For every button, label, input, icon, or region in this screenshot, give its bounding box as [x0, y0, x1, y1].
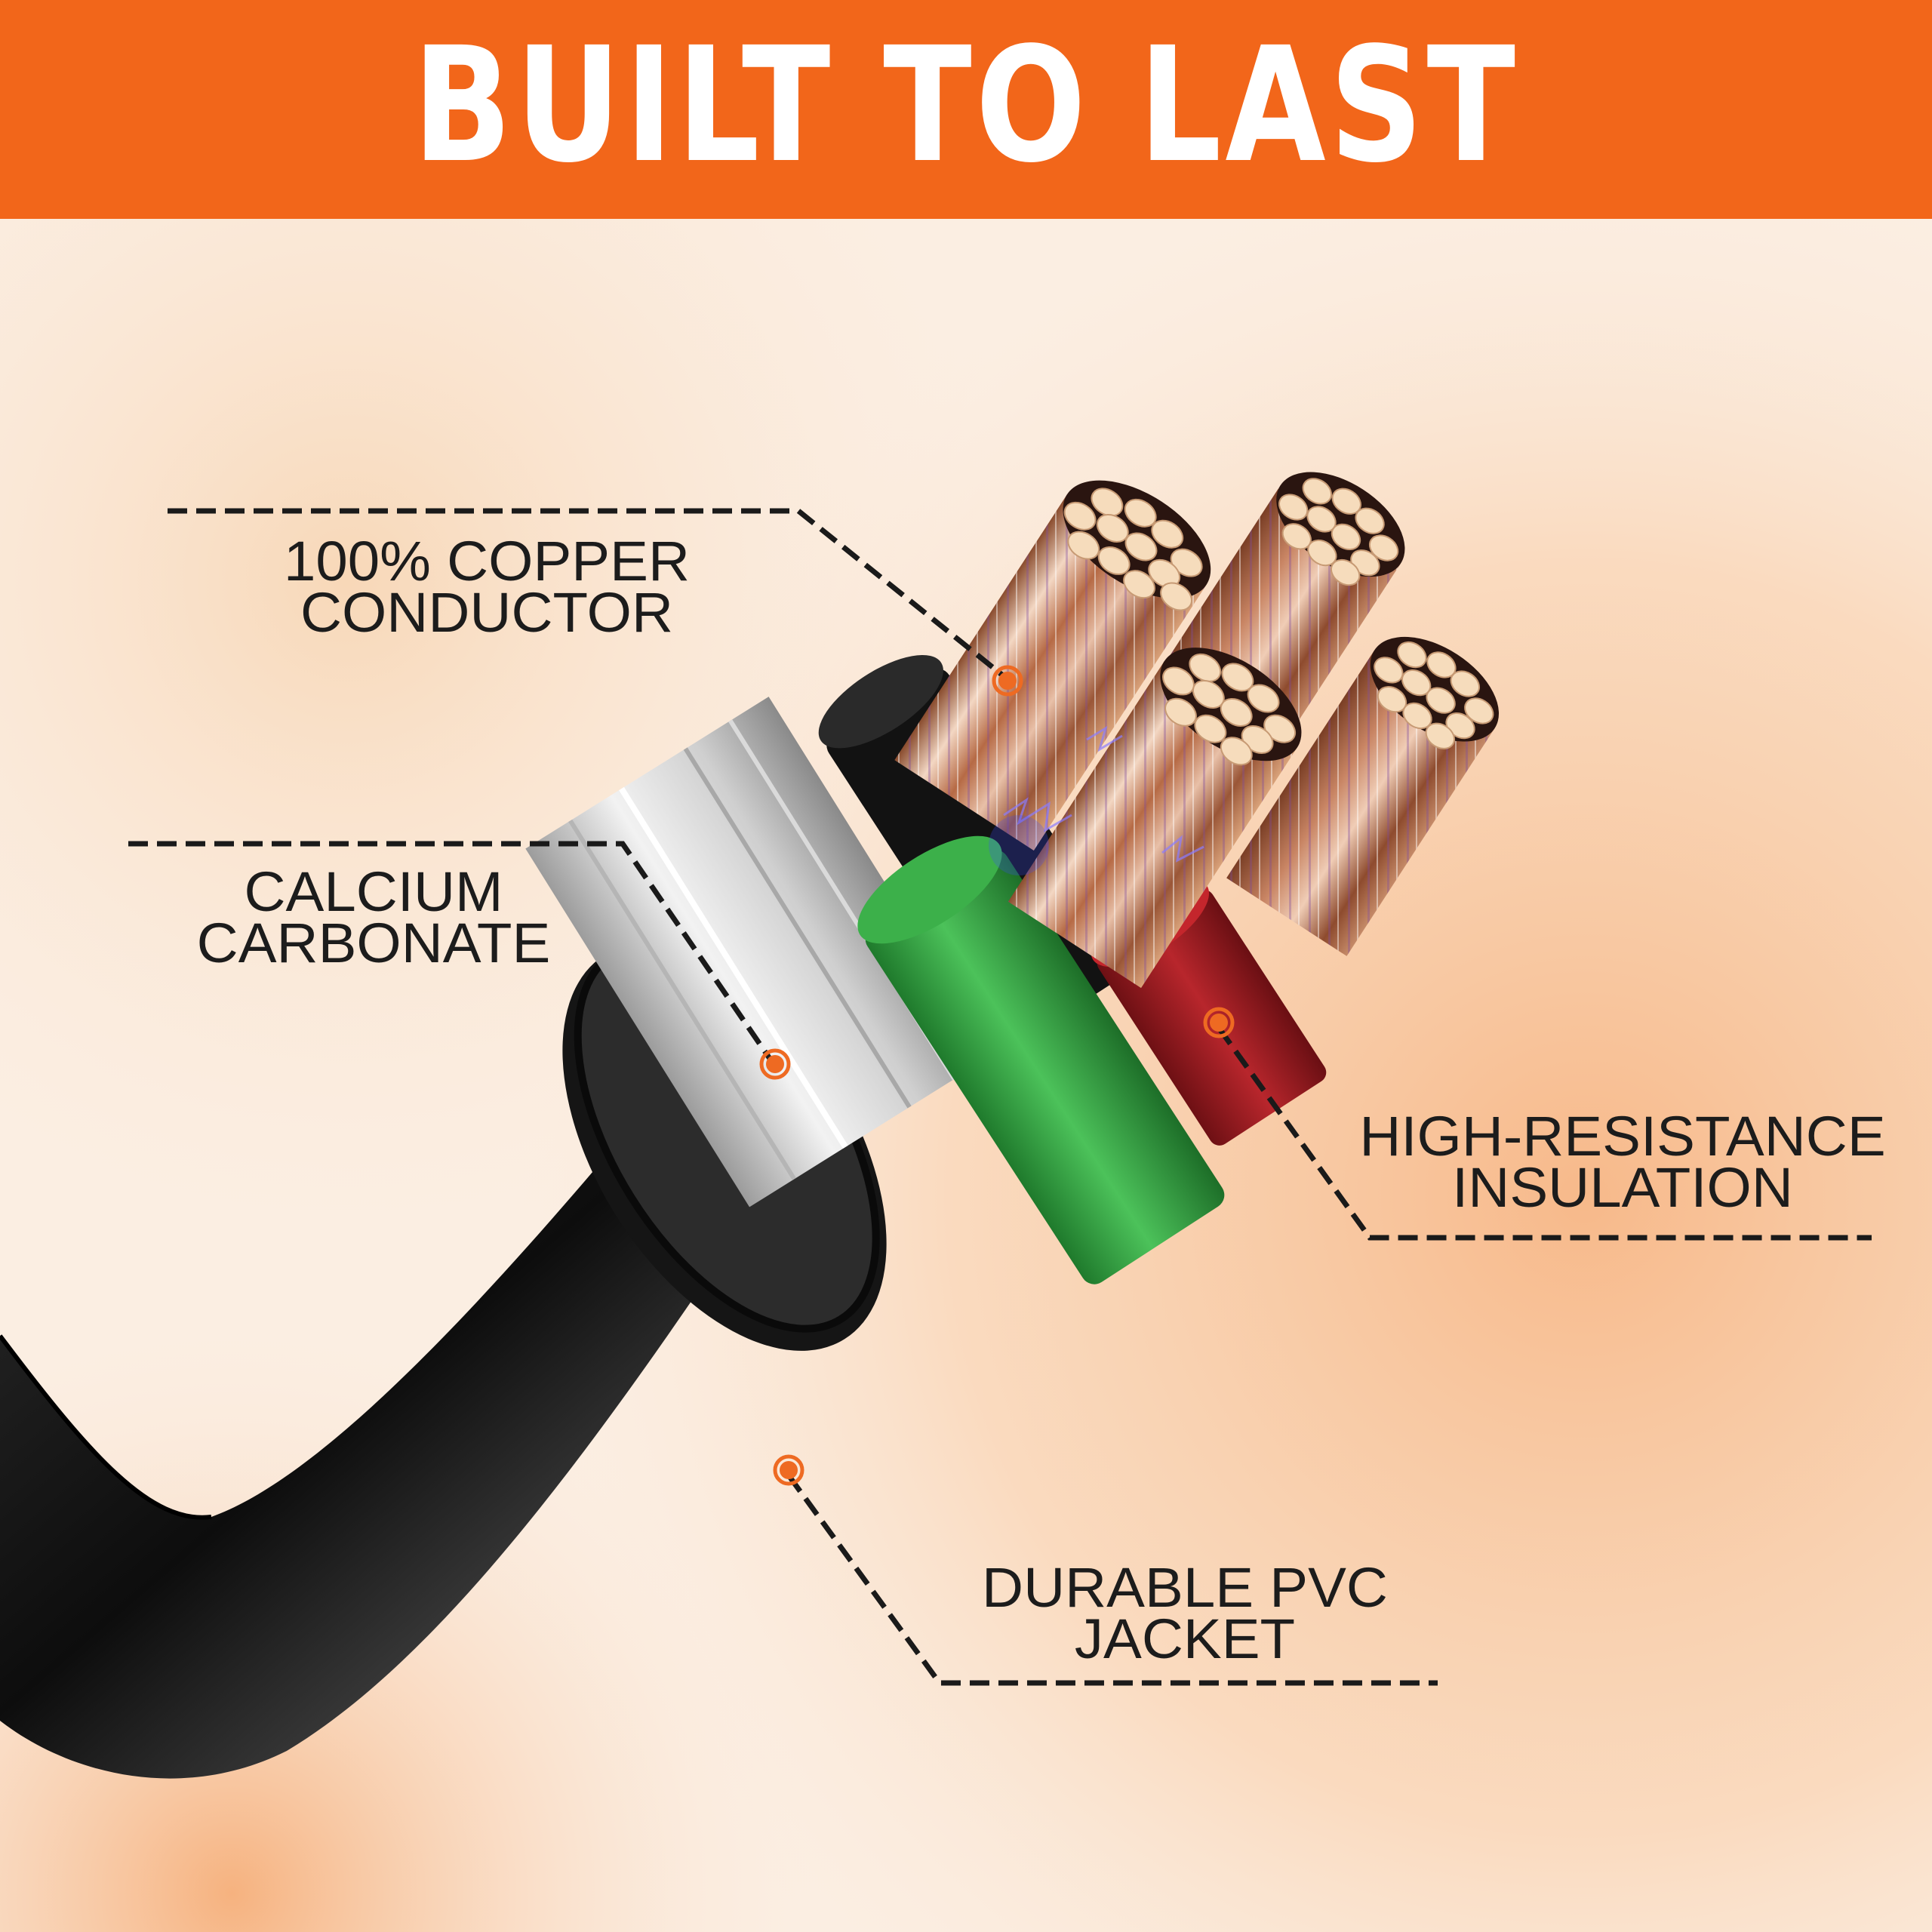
callout-line-calcium	[128, 841, 776, 1066]
callout-line-jacket	[786, 1473, 1438, 1686]
header-banner: BUILT TO LAST	[0, 0, 1932, 219]
target-dot-icon	[773, 1454, 804, 1486]
callout-line-copper	[168, 508, 1010, 681]
callout-insulation-line2: INSULATION	[1452, 1156, 1793, 1219]
target-dot-icon	[759, 1048, 791, 1080]
callout-calcium-line1: CALCIUM	[244, 860, 503, 923]
callout-label-insulation: HIGH-RESISTANCE INSULATION	[1346, 1105, 1898, 1219]
pvc-jacket	[0, 1132, 755, 1779]
callout-insulation-line1: HIGH-RESISTANCE	[1359, 1105, 1886, 1168]
callout-label-copper: 100% COPPER CONDUCTOR	[277, 530, 697, 644]
copper-conductor-1	[894, 480, 1211, 851]
page-title: BUILT TO LAST	[412, 13, 1520, 198]
callout-jacket-line1: DURABLE PVC	[982, 1556, 1388, 1619]
callout-calcium-line2: CARBONATE	[196, 912, 551, 974]
target-dot-icon	[992, 665, 1023, 697]
copper-conductor-4	[1226, 636, 1500, 956]
callout-label-calcium: CALCIUM CARBONATE	[187, 860, 560, 974]
target-dot-icon	[1203, 1007, 1235, 1038]
callout-copper-line2: CONDUCTOR	[300, 581, 674, 644]
callout-copper-line1: 100% COPPER	[283, 530, 691, 592]
callout-jacket-line2: JACKET	[1074, 1607, 1296, 1670]
green-insulation	[857, 835, 1225, 1284]
copper-conductor-3	[1008, 648, 1302, 989]
callout-label-jacket: DURABLE PVC JACKET	[975, 1556, 1395, 1670]
callout-line-insulation	[1217, 1026, 1872, 1241]
